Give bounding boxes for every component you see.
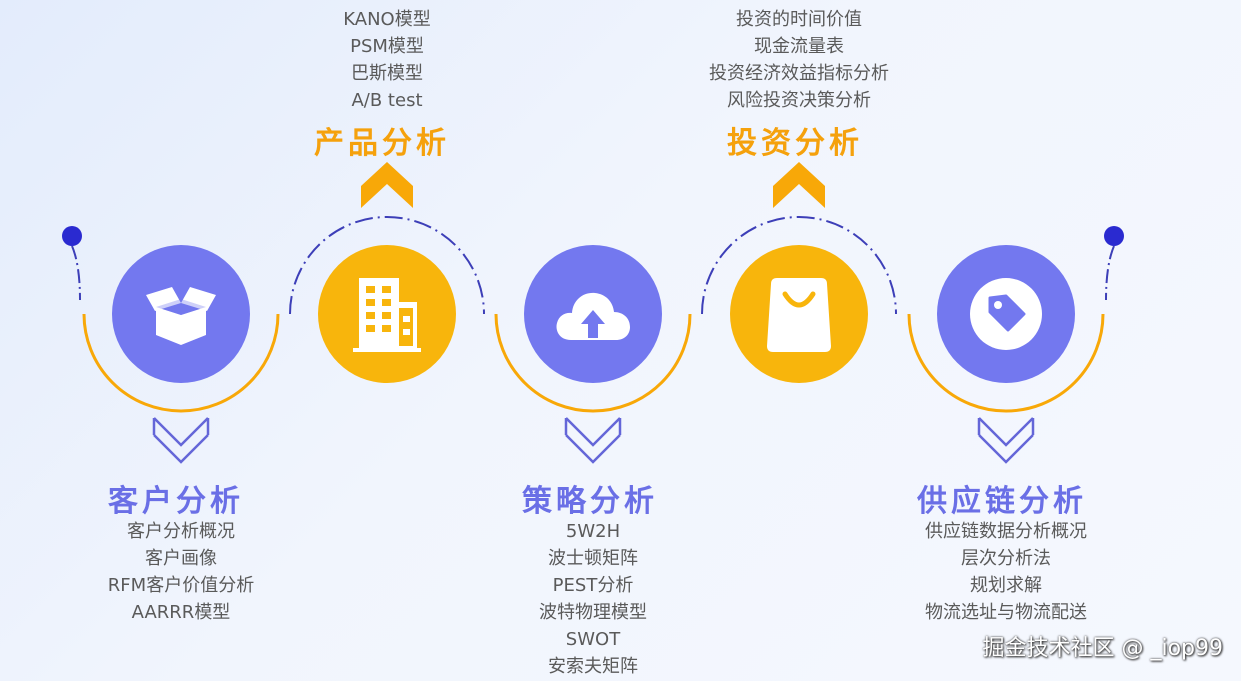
supply-chain-circle xyxy=(937,245,1075,383)
start-stem xyxy=(71,245,81,301)
chevron-down-icon xyxy=(152,417,210,464)
list-item: 客户画像 xyxy=(144,548,217,569)
list-item: A/B test xyxy=(351,90,423,111)
list-item: KANO模型 xyxy=(343,9,431,30)
heading-product: 产品分析 xyxy=(314,126,450,161)
cloud-upload-icon xyxy=(556,292,630,340)
heading-strategy: 策略分析 xyxy=(522,484,658,519)
list-item: PSM模型 xyxy=(350,36,424,57)
building-icon xyxy=(353,278,421,352)
investment-circle xyxy=(730,245,868,383)
list-item: 波士顿矩阵 xyxy=(548,548,638,569)
list-supply-chain: 供应链数据分析概况 层次分析法 规划求解 物流选址与物流配送 xyxy=(925,518,1087,626)
customer-circle xyxy=(112,245,250,383)
end-stem xyxy=(1105,245,1115,301)
arc-customer xyxy=(82,313,280,413)
arc-investment xyxy=(701,216,897,315)
watermark: 掘金技术社区 @ _iop99 xyxy=(982,636,1223,661)
heading-supply-chain: 供应链分析 xyxy=(917,484,1087,519)
arc-strategy xyxy=(494,313,692,413)
strategy-circle xyxy=(524,245,662,383)
price-tag-icon xyxy=(970,278,1042,350)
list-item: 客户分析概况 xyxy=(126,521,235,542)
chevron-up-icon xyxy=(773,162,825,208)
list-item: 物流选址与物流配送 xyxy=(925,602,1087,623)
heading-customer: 客户分析 xyxy=(108,484,244,519)
list-item: SWOT xyxy=(565,629,621,650)
list-item: 5W2H xyxy=(565,521,621,542)
list-item: 现金流量表 xyxy=(754,36,844,57)
list-item: 投资经济效益指标分析 xyxy=(709,63,889,84)
shopping-bag-icon xyxy=(767,278,831,352)
list-customer: 客户分析概况 客户画像 RFM客户价值分析 AARRR模型 xyxy=(108,518,254,626)
list-investment: 投资的时间价值 现金流量表 投资经济效益指标分析 风险投资决策分析 xyxy=(709,6,889,114)
open-box-icon xyxy=(146,287,216,345)
list-item: 投资的时间价值 xyxy=(736,9,862,30)
start-dot xyxy=(62,226,82,246)
list-product: KANO模型 PSM模型 巴斯模型 A/B test xyxy=(343,6,430,114)
arc-supply-chain xyxy=(907,313,1105,413)
list-item: 规划求解 xyxy=(970,575,1042,596)
chevron-down-icon xyxy=(564,417,622,464)
list-item: RFM客户价值分析 xyxy=(107,575,255,596)
list-item: 供应链数据分析概况 xyxy=(925,521,1087,542)
list-strategy: 5W2H 波士顿矩阵 PEST分析 波特物理模型 SWOT 安索夫矩阵 xyxy=(539,518,647,680)
list-item: 波特物理模型 xyxy=(539,602,647,623)
end-dot xyxy=(1104,226,1124,246)
list-item: 风险投资决策分析 xyxy=(727,90,871,111)
list-item: 巴斯模型 xyxy=(351,63,423,84)
chevron-up-icon xyxy=(361,162,413,208)
chevron-down-icon xyxy=(977,417,1035,464)
product-circle xyxy=(318,245,456,383)
list-item: 安索夫矩阵 xyxy=(548,656,638,677)
heading-investment: 投资分析 xyxy=(727,126,863,161)
arc-product xyxy=(289,216,485,315)
list-item: PEST分析 xyxy=(552,575,634,596)
list-item: AARRR模型 xyxy=(131,602,231,623)
list-item: 层次分析法 xyxy=(961,548,1051,569)
